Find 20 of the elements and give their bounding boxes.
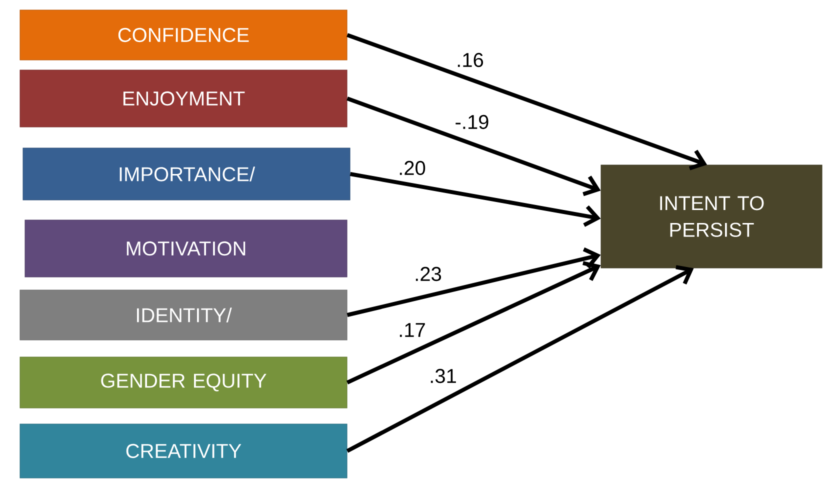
arrow: [346, 247, 601, 317]
label-box: IDENTITY/: [20, 290, 348, 340]
arrow: [346, 33, 708, 170]
edge-label: .17: [400, 323, 425, 337]
arrow: [346, 96, 601, 196]
arrow: [346, 265, 694, 453]
label-box: CREATIVITY: [20, 424, 348, 478]
arrow: [350, 172, 601, 227]
label-box: CONFIDENCE: [20, 10, 348, 60]
edge-label: -.19: [456, 114, 488, 130]
edge-label: .23: [416, 266, 442, 282]
label-box: ENJOYMENT: [20, 70, 348, 128]
edge-label: .20: [400, 160, 426, 176]
arrow: [346, 261, 601, 384]
label-box: IMPORTANCE/: [22, 148, 350, 200]
edge-label: .31: [430, 368, 456, 384]
label-box: GENDER EQUITY: [20, 356, 348, 408]
label-box: MOTIVATION: [24, 220, 348, 278]
edge-label: .16: [458, 52, 484, 68]
label-box: INTENT TO PERSIST: [600, 164, 822, 268]
